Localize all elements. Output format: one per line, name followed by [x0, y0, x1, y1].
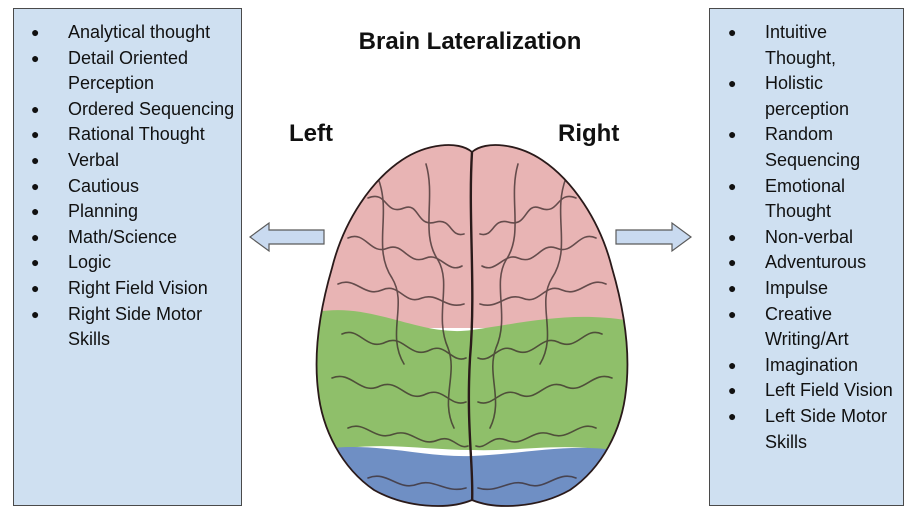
bullet-icon: ● — [728, 276, 736, 302]
brain-illustration — [308, 138, 636, 512]
bullet-icon: ● — [31, 148, 39, 174]
bullet-icon: ● — [728, 174, 736, 200]
list-item-label: Non-verbal — [765, 227, 853, 247]
list-item-label: Planning — [68, 201, 138, 221]
list-item: ● Left Side Motor Skills — [710, 404, 899, 455]
bullet-icon: ● — [31, 20, 39, 46]
bullet-icon: ● — [31, 46, 39, 72]
bullet-icon: ● — [728, 20, 736, 46]
list-item: ● Imagination — [710, 353, 899, 379]
list-item: ● Non-verbal — [710, 225, 899, 251]
list-item: ● Right Field Vision — [14, 276, 235, 302]
list-item-label: Creative Writing/Art — [765, 304, 849, 350]
list-item-label: Analytical thought — [68, 22, 210, 42]
right-traits-list: ● Intuitive Thought, ● Holistic perception… — [710, 9, 903, 455]
list-item: ● Creative Writing/Art — [710, 302, 899, 353]
list-item-label: Rational Thought — [68, 124, 205, 144]
list-item: ● Analytical thought — [14, 20, 235, 46]
diagram-title: Brain Lateralization — [280, 28, 660, 56]
bullet-icon: ● — [31, 225, 39, 251]
list-item-label: Math/Science — [68, 227, 177, 247]
list-item: ● Planning — [14, 199, 235, 225]
list-item-label: Logic — [68, 252, 111, 272]
bullet-icon: ● — [31, 122, 39, 148]
list-item: ● Adventurous — [710, 250, 899, 276]
list-item-label: Ordered Sequencing — [68, 99, 234, 119]
bullet-icon: ● — [728, 302, 736, 328]
left-traits-list: ● Analytical thought ● Detail Oriented Per… — [14, 9, 241, 353]
list-item-label: Left Field Vision — [765, 380, 893, 400]
bullet-icon: ● — [728, 378, 736, 404]
list-item-label: Intuitive Thought, — [765, 22, 836, 68]
list-item: ● Detail Oriented Perception — [14, 46, 235, 97]
bullet-icon: ● — [728, 71, 736, 97]
bullet-icon: ● — [31, 250, 39, 276]
right-hemisphere-panel: ● Intuitive Thought, ● Holistic perception… — [709, 8, 904, 506]
list-item-label: Holistic perception — [765, 73, 849, 119]
list-item: ● Right Side Motor Skills — [14, 302, 235, 353]
bullet-icon: ● — [31, 302, 39, 328]
list-item-label: Emotional Thought — [765, 176, 845, 222]
list-item: ● Left Field Vision — [710, 378, 899, 404]
bullet-icon: ● — [728, 353, 736, 379]
list-item: ● Emotional Thought — [710, 174, 899, 225]
left-hemisphere-panel: ● Analytical thought ● Detail Oriented Per… — [13, 8, 242, 506]
list-item: ● Intuitive Thought, — [710, 20, 899, 71]
list-item-label: Imagination — [765, 355, 858, 375]
list-item: ● Impulse — [710, 276, 899, 302]
list-item-label: Right Side Motor Skills — [68, 304, 202, 350]
list-item-label: Cautious — [68, 176, 139, 196]
list-item-label: Random Sequencing — [765, 124, 860, 170]
list-item: ● Cautious — [14, 174, 235, 200]
list-item: ● Ordered Sequencing — [14, 97, 235, 123]
list-item: ● Random Sequencing — [710, 122, 899, 173]
list-item-label: Impulse — [765, 278, 828, 298]
list-item-label: Detail Oriented Perception — [68, 48, 188, 94]
bullet-icon: ● — [31, 199, 39, 225]
bullet-icon: ● — [728, 404, 736, 430]
list-item-label: Right Field Vision — [68, 278, 208, 298]
bullet-icon: ● — [31, 174, 39, 200]
list-item: ● Math/Science — [14, 225, 235, 251]
list-item-label: Adventurous — [765, 252, 866, 272]
list-item: ● Rational Thought — [14, 122, 235, 148]
list-item: ● Holistic perception — [710, 71, 899, 122]
bullet-icon: ● — [31, 97, 39, 123]
bullet-icon: ● — [31, 276, 39, 302]
list-item-label: Left Side Motor Skills — [765, 406, 887, 452]
list-item: ● Logic — [14, 250, 235, 276]
list-item: ● Verbal — [14, 148, 235, 174]
bullet-icon: ● — [728, 122, 736, 148]
bullet-icon: ● — [728, 250, 736, 276]
bullet-icon: ● — [728, 225, 736, 251]
list-item-label: Verbal — [68, 150, 119, 170]
